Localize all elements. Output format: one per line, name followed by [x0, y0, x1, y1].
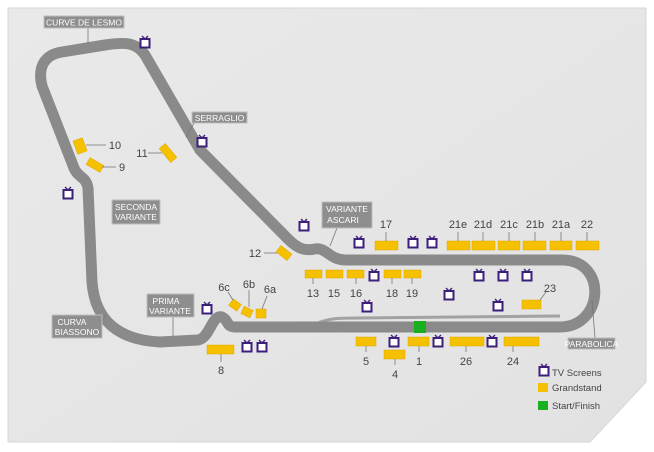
svg-text:16: 16	[350, 288, 362, 300]
svg-text:21d: 21d	[474, 219, 492, 231]
corner-seconda-variante: SECONDA VARIANTE	[111, 199, 161, 225]
svg-text:CURVE DE LESMO: CURVE DE LESMO	[46, 18, 122, 28]
legend-start-finish-swatch	[538, 401, 548, 410]
grandstand-15[interactable]: 15	[325, 269, 344, 300]
grandstand-5[interactable]: 5	[355, 336, 377, 368]
svg-text:22: 22	[581, 219, 593, 231]
svg-text:PARABOLICA: PARABOLICA	[565, 339, 619, 349]
svg-text:11: 11	[136, 148, 147, 160]
grandstand-17[interactable]: 17	[374, 219, 399, 251]
corner-prima-variante: PRIMA VARIANTE	[146, 293, 195, 336]
svg-text:ASCARI: ASCARI	[327, 215, 359, 225]
svg-text:21b: 21b	[526, 219, 544, 231]
grandstand-21c[interactable]: 21c	[497, 219, 521, 251]
corner-variante-ascari: VARIANTE ASCARI	[321, 201, 373, 247]
legend-start-finish-label: Start/Finish	[552, 401, 600, 412]
grandstand-24[interactable]: 24	[503, 336, 540, 368]
svg-text:5: 5	[363, 356, 369, 368]
grandstand-23[interactable]: 23	[521, 283, 556, 310]
svg-text:21c: 21c	[500, 219, 518, 231]
grandstand-19[interactable]: 19	[403, 269, 422, 300]
svg-text:19: 19	[406, 288, 418, 300]
svg-text:23: 23	[544, 283, 556, 295]
svg-text:21a: 21a	[552, 219, 571, 231]
svg-text:26: 26	[460, 356, 472, 368]
grandstand-6b[interactable]: 6b	[240, 279, 255, 319]
grandstand-1[interactable]: 1	[407, 336, 430, 368]
svg-text:10: 10	[109, 140, 121, 152]
grandstand-6c[interactable]: 6c	[218, 282, 242, 312]
grandstand-10[interactable]: 10	[72, 137, 121, 155]
legend-grandstand-swatch	[538, 383, 548, 392]
race-track	[35, 37, 601, 348]
grandstand-18[interactable]: 18	[383, 269, 402, 300]
grandstand-16[interactable]: 16	[346, 269, 365, 300]
start-finish-line	[414, 321, 426, 333]
svg-text:1: 1	[416, 356, 422, 368]
legend-grandstand-label: Grandstand	[552, 383, 602, 394]
svg-text:SECONDA: SECONDA	[115, 202, 157, 212]
svg-text:13: 13	[307, 288, 319, 300]
svg-text:SERRAGLIO: SERRAGLIO	[195, 113, 245, 123]
svg-text:8: 8	[218, 365, 224, 377]
grandstand-11[interactable]: 11	[136, 143, 178, 163]
svg-text:15: 15	[328, 288, 340, 300]
svg-text:24: 24	[507, 356, 519, 368]
svg-text:9: 9	[119, 162, 125, 174]
svg-text:PRIMA: PRIMA	[153, 296, 180, 306]
grandstand-4[interactable]: 4	[383, 349, 406, 381]
grandstand-26[interactable]: 26	[449, 336, 485, 368]
grandstand-21b[interactable]: 21b	[522, 219, 547, 251]
grandstand-12[interactable]: 12	[249, 245, 293, 261]
corner-serraglio: SERRAGLIO	[185, 111, 248, 138]
svg-text:17: 17	[380, 219, 392, 231]
svg-text:VARIANTE: VARIANTE	[115, 212, 157, 222]
grandstand-8[interactable]: 8	[206, 344, 235, 377]
grandstand-6a[interactable]: 6a	[255, 284, 277, 319]
grandstand-21d[interactable]: 21d	[471, 219, 496, 251]
grandstand-21e[interactable]: 21e	[446, 219, 471, 251]
grandstand-13[interactable]: 13	[304, 269, 323, 300]
svg-text:VARIANTE: VARIANTE	[326, 204, 368, 214]
legend-tv-label: TV Screens	[552, 368, 602, 379]
corner-curva-biassono: CURVA BIASSONO	[51, 313, 107, 339]
corner-parabolica: PARABOLICA	[565, 299, 619, 350]
legend: TV Screens Grandstand Start/Finish	[538, 363, 602, 412]
svg-text:4: 4	[392, 369, 398, 381]
svg-text:6b: 6b	[243, 279, 255, 291]
grandstand-9[interactable]: 9	[85, 157, 125, 174]
grandstand-22[interactable]: 22	[575, 219, 600, 251]
svg-text:18: 18	[386, 288, 398, 300]
svg-text:6a: 6a	[264, 284, 277, 296]
svg-text:VARIANTE: VARIANTE	[149, 306, 191, 316]
svg-text:12: 12	[249, 248, 261, 260]
grandstand-21a[interactable]: 21a	[549, 219, 573, 251]
svg-text:6c: 6c	[218, 282, 230, 294]
corner-curve-de-lesmo: CURVE DE LESMO	[43, 15, 125, 44]
svg-text:CURVA: CURVA	[58, 317, 87, 327]
svg-text:BIASSONO: BIASSONO	[55, 327, 100, 337]
svg-text:21e: 21e	[449, 219, 467, 231]
